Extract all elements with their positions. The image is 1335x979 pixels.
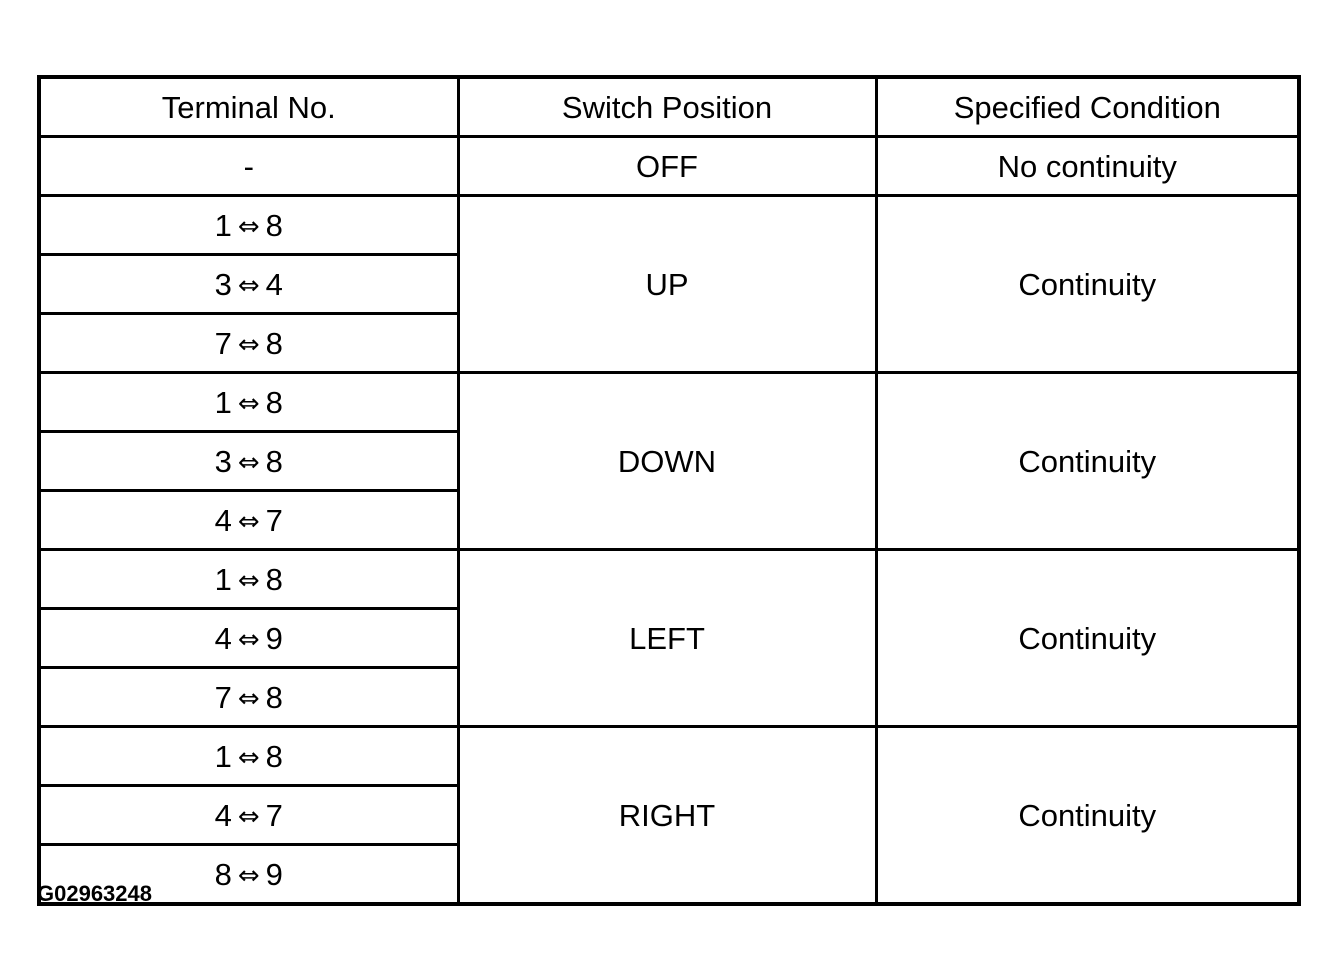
- double-arrow-icon: ⇔: [237, 211, 260, 242]
- terminal-b: 8: [265, 384, 283, 420]
- terminal-b: 8: [265, 679, 283, 715]
- terminal-a: 8: [214, 856, 232, 892]
- terminal-pair-cell: 7⇔8: [37, 312, 460, 374]
- double-arrow-icon: ⇔: [237, 565, 260, 596]
- terminal-a: 1: [214, 738, 232, 774]
- terminal-pair-cell: 1⇔8: [37, 371, 460, 433]
- terminal-cell: -: [37, 135, 460, 197]
- terminal-pair-cell: 4⇔7: [37, 784, 460, 846]
- header-row: Terminal No. Switch Position Specified C…: [37, 75, 1301, 138]
- terminal-b: 4: [265, 266, 283, 302]
- double-arrow-icon: ⇔: [237, 270, 260, 301]
- terminal-pair-cell: 4⇔7: [37, 489, 460, 551]
- table-row: 3⇔8: [37, 430, 1299, 492]
- table-row-off: - OFF No continuity: [37, 135, 1301, 197]
- double-arrow-icon: ⇔: [237, 624, 260, 655]
- header-switch-position: Switch Position: [456, 75, 878, 138]
- double-arrow-icon: ⇔: [237, 860, 260, 891]
- terminal-b: 7: [265, 797, 283, 833]
- figure-code: G02963248: [37, 881, 152, 906]
- terminal-a: 1: [214, 207, 232, 243]
- terminal-b: 8: [265, 443, 283, 479]
- terminal-pair-cell: 3⇔8: [37, 430, 460, 492]
- terminal-b: 7: [265, 502, 283, 538]
- table-row: 7⇔8: [37, 666, 1299, 728]
- switch-position-cell: DOWN: [456, 371, 878, 551]
- terminal-b: 9: [265, 620, 283, 656]
- table-row: 4⇔7: [37, 489, 1299, 551]
- terminal-pair-cell: 3⇔4: [37, 253, 460, 315]
- double-arrow-icon: ⇔: [237, 506, 260, 537]
- terminal-a: 4: [214, 502, 232, 538]
- terminal-pair-cell: 1⇔8: [37, 725, 460, 787]
- double-arrow-icon: ⇔: [237, 683, 260, 714]
- terminal-pair-cell: 8⇔9: [37, 843, 460, 906]
- terminal-a: 3: [214, 443, 232, 479]
- specified-condition-cell: No continuity: [874, 135, 1301, 197]
- terminal-pair-cell: 1⇔8: [37, 194, 460, 256]
- switch-position-cell: UP: [456, 194, 878, 374]
- terminal-pair-cell: 4⇔9: [37, 607, 460, 669]
- terminal-b: 8: [265, 325, 283, 361]
- specified-condition-cell: Continuity: [874, 725, 1301, 906]
- terminal-b: 9: [265, 856, 283, 892]
- terminal-pair-cell: 7⇔8: [37, 666, 460, 728]
- terminal-pair-cell: 1⇔8: [37, 548, 460, 610]
- table-row: 3⇔4: [37, 253, 1299, 315]
- switch-position-cell: OFF: [456, 135, 878, 197]
- terminal-a: 7: [214, 325, 232, 361]
- double-arrow-icon: ⇔: [237, 329, 260, 360]
- terminal-b: 8: [265, 207, 283, 243]
- continuity-spec-table: Terminal No. Switch Position Specified C…: [37, 75, 1301, 906]
- specified-condition-cell: Continuity: [874, 194, 1301, 374]
- double-arrow-icon: ⇔: [237, 742, 260, 773]
- terminal-a: 1: [214, 384, 232, 420]
- double-arrow-icon: ⇔: [237, 801, 260, 832]
- header-specified-condition: Specified Condition: [874, 75, 1301, 138]
- terminal-a: 4: [214, 620, 232, 656]
- table-row: 4⇔7: [37, 784, 1299, 846]
- specified-condition-cell: Continuity: [874, 548, 1301, 728]
- switch-position-cell: RIGHT: [456, 725, 878, 906]
- table-row: 4⇔9: [37, 607, 1299, 669]
- double-arrow-icon: ⇔: [237, 447, 260, 478]
- specified-condition-cell: Continuity: [874, 371, 1301, 551]
- double-arrow-icon: ⇔: [237, 388, 260, 419]
- terminal-b: 8: [265, 561, 283, 597]
- table-row: 7⇔8: [37, 312, 1299, 374]
- switch-position-cell: LEFT: [456, 548, 878, 728]
- header-terminal-no: Terminal No.: [37, 75, 460, 138]
- terminal-a: 1: [214, 561, 232, 597]
- terminal-a: 3: [214, 266, 232, 302]
- terminal-b: 8: [265, 738, 283, 774]
- terminal-a: 7: [214, 679, 232, 715]
- table-row: 8⇔9: [37, 843, 1299, 906]
- terminal-a: 4: [214, 797, 232, 833]
